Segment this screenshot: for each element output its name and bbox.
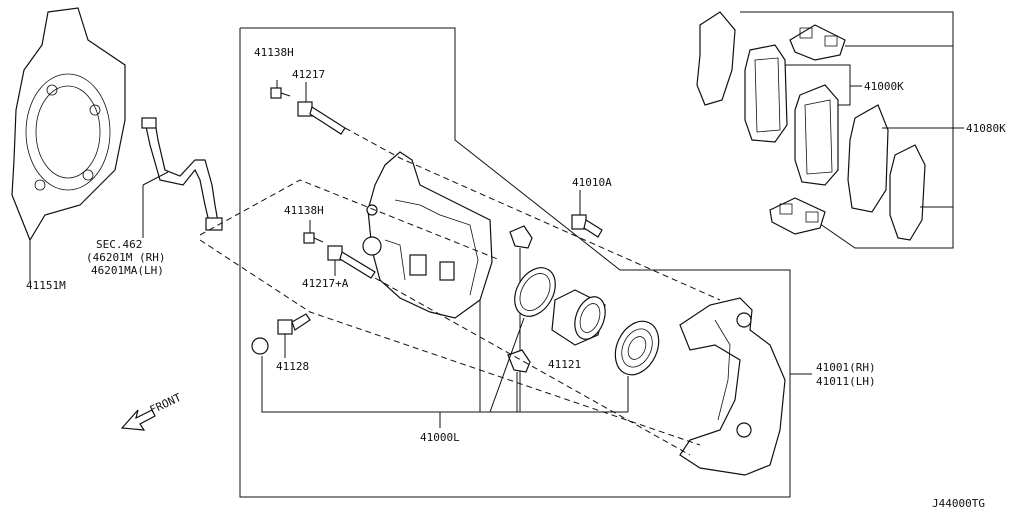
leader-41000K: [785, 64, 851, 106]
label-41001-rh: 41001(RH): [816, 361, 876, 374]
brake-pad-outer: [794, 84, 839, 186]
shim-left: [696, 11, 736, 106]
piston-41121: [551, 289, 606, 346]
bolt-41138H-mid: [303, 220, 324, 244]
leader-41000L: [261, 300, 628, 428]
label-41138H-top: 41138H: [254, 46, 294, 59]
label-41121: 41121: [548, 358, 581, 371]
bolt-41217: [297, 82, 346, 135]
caliper-support: [679, 297, 812, 476]
label-41138H-mid: 41138H: [284, 204, 324, 217]
label-41000K: 41000K: [864, 80, 904, 93]
label-46201M: (46201M (RH): [86, 251, 165, 264]
piston-seal: [489, 267, 556, 413]
dust-shield-41151M: [11, 7, 126, 282]
label-front: FRONT: [148, 391, 184, 417]
label-41128: 41128: [276, 360, 309, 373]
shim-right: [889, 144, 953, 241]
brake-pad-inner: [744, 44, 788, 143]
shim-center: [847, 104, 953, 213]
brake-hose: [141, 117, 223, 238]
bolt-41217A: [327, 245, 376, 279]
dust-boot: [614, 320, 660, 412]
label-41217: 41217: [292, 68, 325, 81]
pin-boot-lower: [507, 349, 531, 412]
label-41011-lh: 41011(LH): [816, 375, 876, 388]
assembly-frame: [239, 27, 791, 498]
label-41151M: 41151M: [26, 279, 66, 292]
label-41080K: 41080K: [966, 122, 1006, 135]
label-46201MA: 46201MA(LH): [91, 264, 164, 277]
label-41000L: 41000L: [420, 431, 460, 444]
dash-line-3: [199, 239, 701, 446]
bolt-41138H-top: [270, 80, 291, 99]
front-arrow: [120, 409, 156, 431]
dash-line-1: [344, 127, 721, 301]
pad-clip-top: [789, 24, 953, 61]
diagram-code: J44000TG: [932, 497, 985, 510]
bolt-41010A: [571, 190, 603, 238]
label-sec462: SEC.462: [96, 238, 142, 251]
pad-kit-frame: [740, 11, 954, 249]
label-41217A: 41217+A: [302, 277, 349, 290]
dash-line-2: [199, 179, 501, 261]
label-41010A: 41010A: [572, 176, 612, 189]
caliper-body: [362, 151, 493, 319]
bleeder-41128: [251, 313, 311, 358]
pad-clip-bottom: [769, 197, 826, 235]
dash-line-4: [374, 277, 691, 456]
